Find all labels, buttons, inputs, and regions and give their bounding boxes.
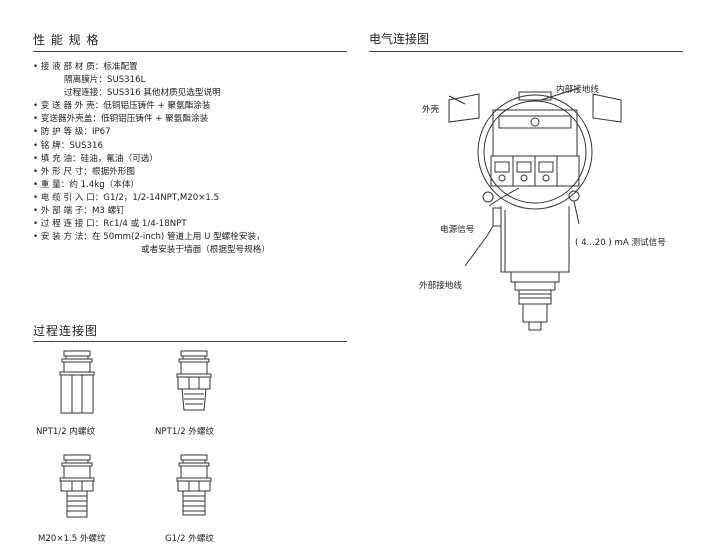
fitting-npt-external-drawing [172,350,216,420]
spec-value: 低铜铝压铸件 + 聚氨酯涂装 [103,101,211,112]
spec-row: • 变送器外壳盖：低铜铝压铸件 + 聚氨酯涂装 [33,113,363,126]
fitting-npt-internal-drawing [55,350,99,420]
spec-title-rule [33,51,347,52]
spec-value: 标准配置 [103,62,138,72]
spec-label: • 变送器外壳盖： [33,114,101,125]
label-external-ground: 外部接地线 [419,281,462,291]
label-power-signal: 电源信号 [440,225,475,235]
spec-label: • 电 缆 引 入 口： [33,192,104,203]
spec-title: 性 能 规 格 [33,33,100,47]
spec-value: SUS316L [106,75,146,86]
label-internal-ground: 内部接地线 [556,85,599,95]
spec-label: • 变 送 器 外 壳： [33,101,104,112]
spec-row: 过程连接：SUS316 其他材质见选型说明 [33,87,363,100]
electrical-title: 电气连接图 [369,32,430,46]
spec-row: 或者安装于墙面（根据型号规格） [33,244,363,257]
label-test-signal: ( 4...20 ) mA 测试信号 [575,238,666,248]
spec-label: • 重 量： [33,179,70,190]
fitting-caption: NPT1/2 外螺纹 [155,427,215,437]
spec-label: • 外 部 端 子： [33,206,92,217]
spec-row: • 填 充 油：硅油，氟油（可选） [33,153,363,166]
spec-value: 在 50mm(2-inch) 管道上用 U 型螺栓安装， [91,232,265,243]
spec-row: • 外 形 尺 寸：根据外形图 [33,166,363,179]
spec-label: • 接 液 部 材 质： [33,62,104,72]
spec-row: • 重 量：约 1.4kg（本体） [33,179,363,192]
spec-row: 隔离膜片：SUS316L [33,74,363,87]
fitting-g-external-drawing [172,454,216,524]
spec-row: • 外 部 端 子：M3 螺钉 [33,205,363,218]
electrical-diagram [369,60,699,340]
spec-value: 低铜铝压铸件 + 聚氨酯涂装 [100,114,209,125]
spec-label: • 外 形 尺 寸： [33,166,92,177]
fitting-caption: NPT1/2 内螺纹 [36,427,96,437]
process-title: 过程连接图 [33,324,99,338]
spec-label: • 安 装 方 法： [33,232,92,243]
spec-row: • 过 程 连 接 口：Rc1/4 或 1/4-18NPT [33,218,363,231]
spec-label: 隔离膜片： [64,75,107,86]
spec-value: G1/2，1/2-14NPT,M20×1.5 [103,192,220,203]
spec-label: • 填 充 油： [33,153,81,164]
spec-value: SUS316 [69,140,103,151]
spec-value: Rc1/4 或 1/4-18NPT [103,219,187,230]
label-housing: 外壳 [422,105,440,115]
spec-label: • 防 护 等 级： [33,127,92,138]
spec-value: SUS316 其他材质见选型说明 [106,88,221,99]
spec-row: • 电 缆 引 入 口：G1/2，1/2-14NPT,M20×1.5 [33,192,363,205]
spec-value: M3 螺钉 [91,206,125,217]
spec-label: • 铭 牌： [33,140,70,151]
fitting-caption: M20×1.5 外螺纹 [38,534,106,544]
spec-label: • 过 程 连 接 口： [33,219,104,230]
spec-row: • 接 液 部 材 质：标准配置 [33,61,363,74]
spec-value: IP67 [91,127,111,138]
fitting-caption: G1/2 外螺纹 [165,534,215,544]
spec-value: 或者安装于墙面（根据型号规格） [141,245,270,256]
fitting-m20-external-drawing [55,454,99,524]
spec-row: • 安 装 方 法：在 50mm(2-inch) 管道上用 U 型螺栓安装， [33,231,363,244]
spec-row: • 变 送 器 外 壳：低铜铝压铸件 + 聚氨酯涂装 [33,100,363,113]
spec-row: • 铭 牌：SUS316 [33,140,363,153]
electrical-title-rule [369,51,683,52]
spec-value: 根据外形图 [91,166,135,177]
process-title-rule [33,341,347,342]
spec-label: 过程连接： [64,88,107,99]
spec-row: • 防 护 等 级：IP67 [33,126,363,139]
spec-value: 约 1.4kg（本体） [69,179,140,190]
spec-value: 硅油，氟油（可选） [80,153,158,164]
